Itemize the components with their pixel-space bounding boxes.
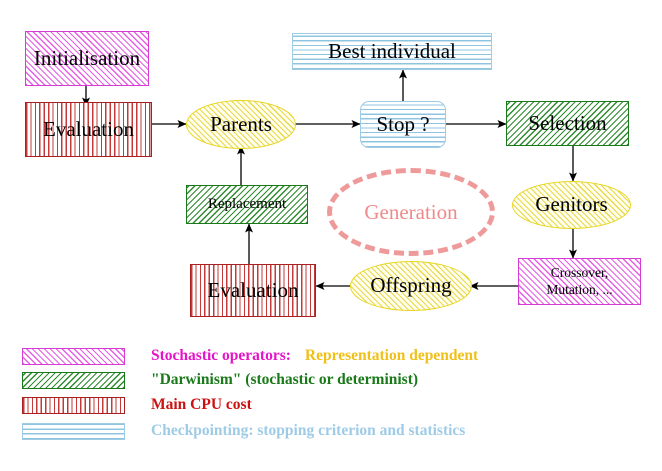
node-crossover-label-line2: Mutation, ... xyxy=(546,281,613,297)
legend-row-main-cpu-cost: Main CPU cost xyxy=(22,396,252,414)
node-initialisation[interactable]: Initialisation xyxy=(25,31,149,86)
legend-swatch-blue xyxy=(22,422,125,440)
node-crossover-label-line1: Crossover, xyxy=(550,264,609,280)
generation-region: Generation xyxy=(327,168,495,256)
generation-label: Generation xyxy=(364,199,458,224)
node-offspring-label: Offspring xyxy=(370,273,452,298)
node-best-individual-label: Best individual xyxy=(328,38,456,63)
node-evaluation-top-label: Evaluation xyxy=(43,116,134,141)
legend-row-checkpointing: Checkpointing: stopping criterion and st… xyxy=(22,422,465,440)
node-selection[interactable]: Selection xyxy=(506,101,629,146)
node-evaluation-top[interactable]: Evaluation xyxy=(25,102,152,157)
legend-swatch-magenta xyxy=(22,347,125,365)
node-evaluation-bottom-label: Evaluation xyxy=(207,277,299,302)
node-parents[interactable]: Parents xyxy=(186,100,296,149)
legend-swatch-green xyxy=(22,371,125,389)
node-parents-label: Parents xyxy=(210,111,272,136)
legend-text-stochastic-operators: Stochastic operators: Representation depe… xyxy=(151,347,478,365)
node-initialisation-label: Initialisation xyxy=(33,45,141,70)
node-replacement[interactable]: Replacement xyxy=(186,185,308,224)
legend-swatch-red xyxy=(22,396,125,414)
legend-label-checkpointing: Checkpointing: stopping criterion and st… xyxy=(151,422,466,439)
legend-row-stochastic-operators: Stochastic operators: Representation depe… xyxy=(22,347,478,365)
legend-label-main-cpu-cost: Main CPU cost xyxy=(151,396,252,413)
node-best-individual[interactable]: Best individual xyxy=(292,33,492,70)
node-genitors[interactable]: Genitors xyxy=(512,181,631,229)
node-crossover-mutation[interactable]: Crossover, Mutation, ... xyxy=(518,258,641,305)
legend-label-stochastic-operators: Stochastic operators: xyxy=(151,347,291,364)
node-stop-label: Stop ? xyxy=(376,111,430,136)
node-stop[interactable]: Stop ? xyxy=(360,101,446,148)
node-selection-label: Selection xyxy=(528,110,607,135)
node-genitors-label: Genitors xyxy=(535,192,608,217)
node-evaluation-bottom[interactable]: Evaluation xyxy=(190,264,316,317)
legend-label-darwinism: "Darwinism" (stochastic or determinist) xyxy=(151,371,419,388)
node-replacement-label: Replacement xyxy=(207,195,287,212)
legend-label-representation-dependent: Representation dependent xyxy=(304,347,479,364)
legend-row-darwinism: "Darwinism" (stochastic or determinist) xyxy=(22,371,418,389)
node-offspring[interactable]: Offspring xyxy=(350,261,472,311)
